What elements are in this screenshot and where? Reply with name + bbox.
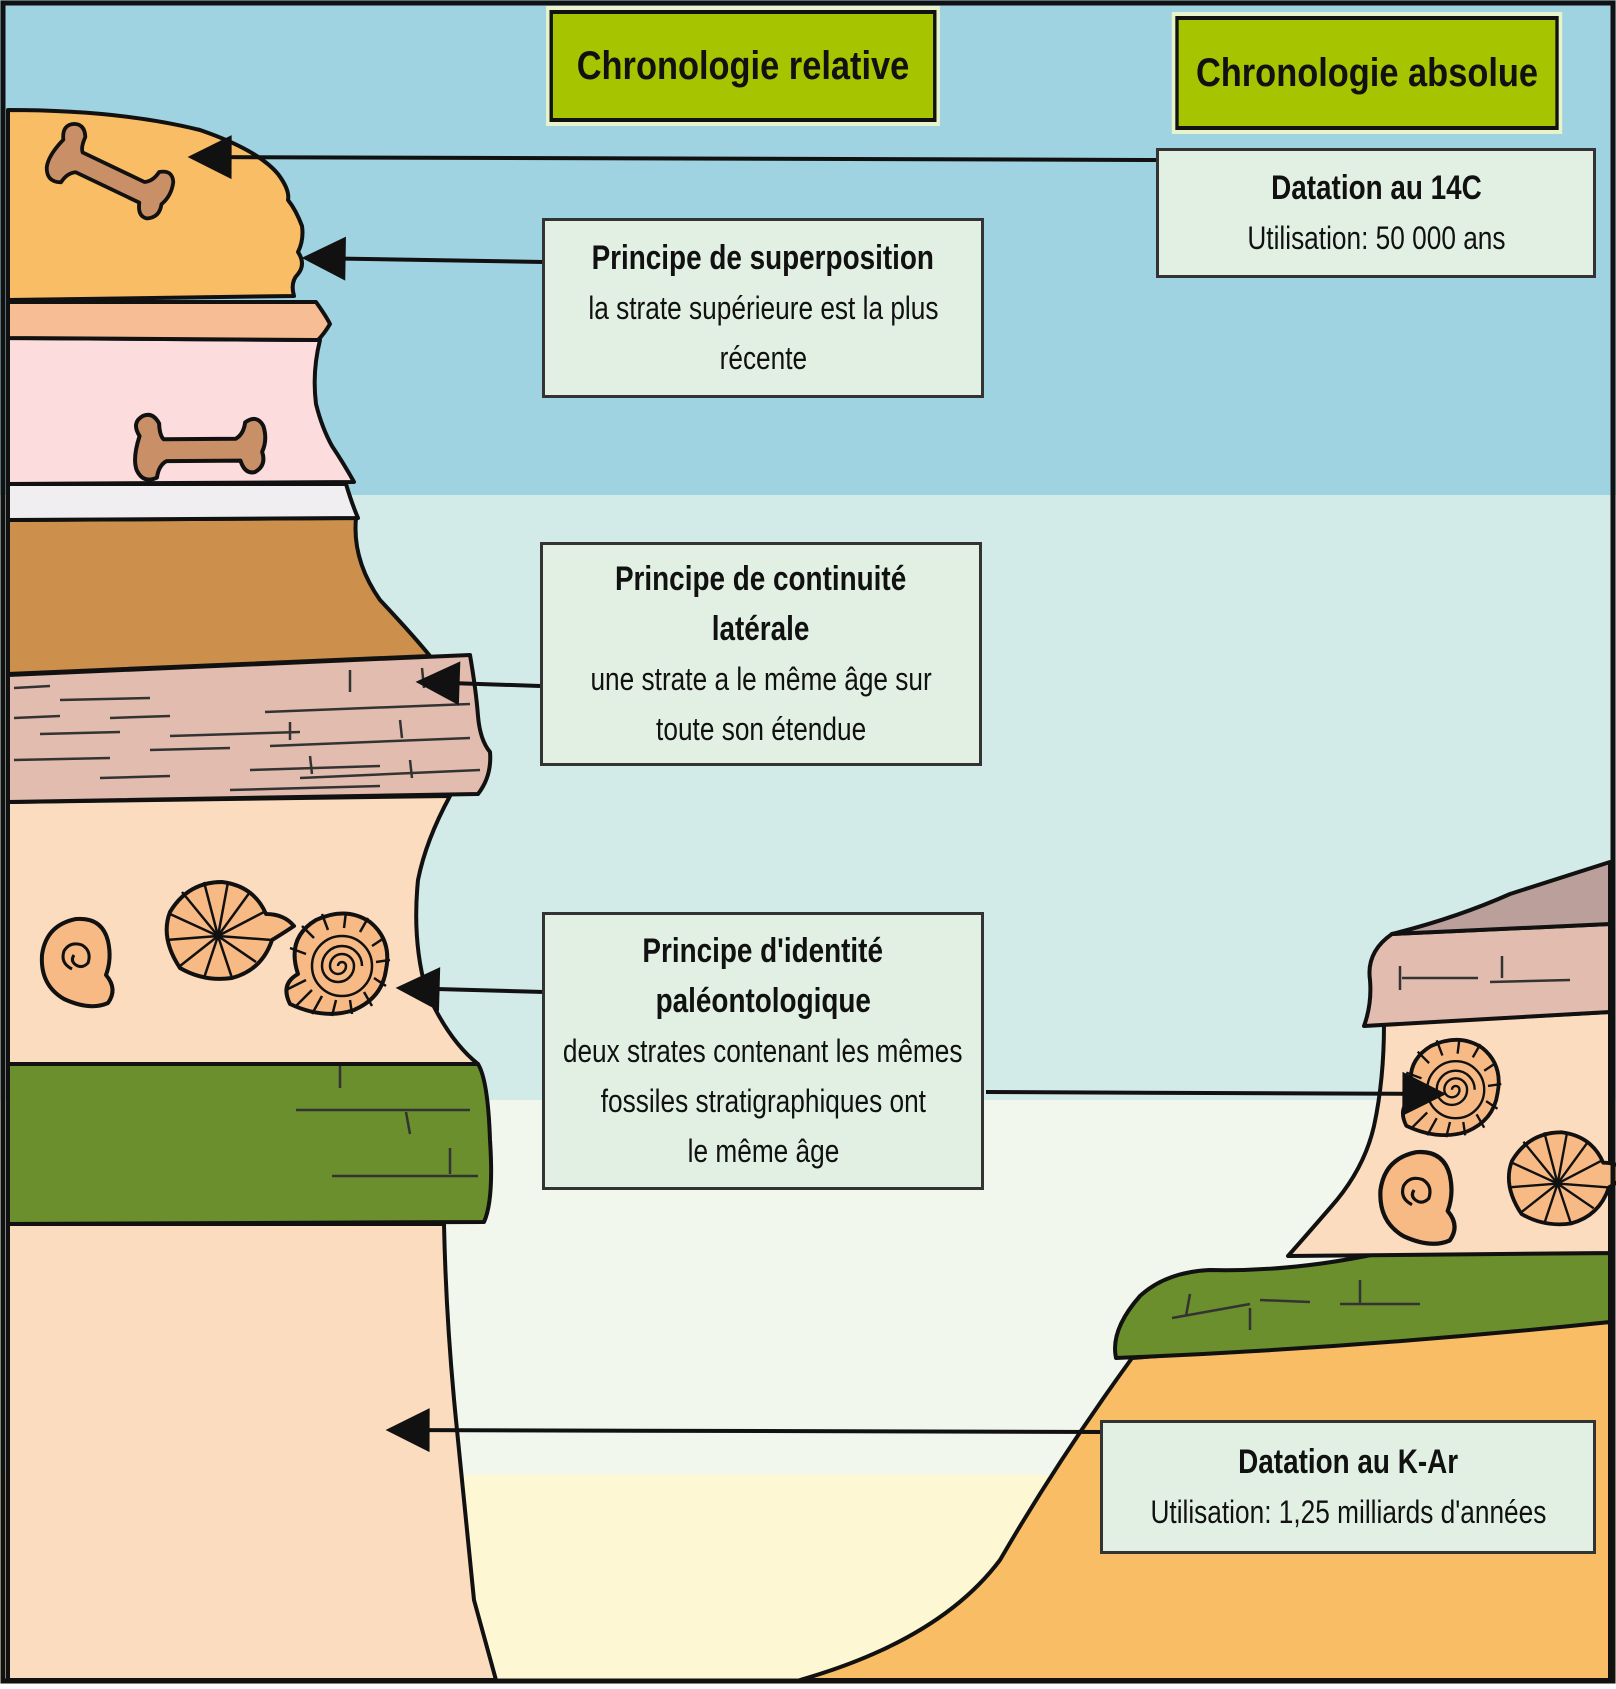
arrow-c14 [187,135,1159,180]
layer-green-right [1113,1251,1612,1360]
layer-mauve-left [6,653,493,804]
layer-bottom-peach [6,1222,498,1682]
identite-desc-3: le même âge [687,1133,839,1169]
header-absolute-label: Chronologie absolue [1195,50,1539,95]
connectors [187,135,1447,1453]
arrow-superposition [301,236,545,281]
identite-title-1: Principe d'identité [642,932,884,970]
layer-pink-left [6,336,356,486]
layer-white-left [6,482,360,522]
identite-title-2: paléontologique [655,982,871,1020]
continuite-title-1: Principe de continuité [615,560,907,598]
superposition-title: Principe de superposition [591,239,935,277]
layer-salmon-left [6,300,332,342]
continuite-desc-1: une strate a le même âge sur [590,661,932,697]
texture-lines-left [13,667,481,1178]
header-chronologie-absolue: Chronologie absolue [1171,12,1563,134]
identite-desc-1: deux strates contenant les mêmes [563,1033,963,1069]
arrow-kar [385,1408,1103,1453]
layer-green-left [6,1062,494,1226]
kar-title: Datation au K-Ar [1238,1443,1458,1481]
arrow-identite-right [985,1071,1447,1116]
arrow-identite-left [395,967,545,1012]
layer-mauve-right [1362,922,1612,1028]
layer-brown-left [6,516,432,676]
identite-desc-2: fossiles stratigraphiques ont [600,1083,926,1119]
box-datation-kar: Datation au K-Ar Utilisation: 1,25 milli… [1100,1420,1596,1554]
box-principe-superposition: Principe de superposition la strate supé… [542,218,984,398]
box-principe-identite: Principe d'identité paléontologique deux… [542,912,984,1190]
arrow-continuite [415,661,541,706]
c14-desc: Utilisation: 50 000 ans [1246,220,1506,256]
layer-taupe-right [1390,860,1612,936]
header-relative-label: Chronologie relative [576,43,910,88]
superposition-desc-2: récente [719,340,807,376]
texture-lines-right [1171,956,1571,1330]
box-datation-14c: Datation au 14C Utilisation: 50 000 ans [1156,148,1596,278]
continuite-title-2: latérale [712,610,810,648]
box-principe-continuite: Principe de continuité latérale une stra… [540,542,982,766]
c14-title: Datation au 14C [1270,169,1482,207]
header-chronologie-relative: Chronologie relative [546,6,940,126]
continuite-desc-2: toute son étendue [655,711,867,747]
kar-desc: Utilisation: 1,25 milliards d'années [1150,1494,1546,1530]
superposition-desc-1: la strate supérieure est la plus [587,290,939,326]
